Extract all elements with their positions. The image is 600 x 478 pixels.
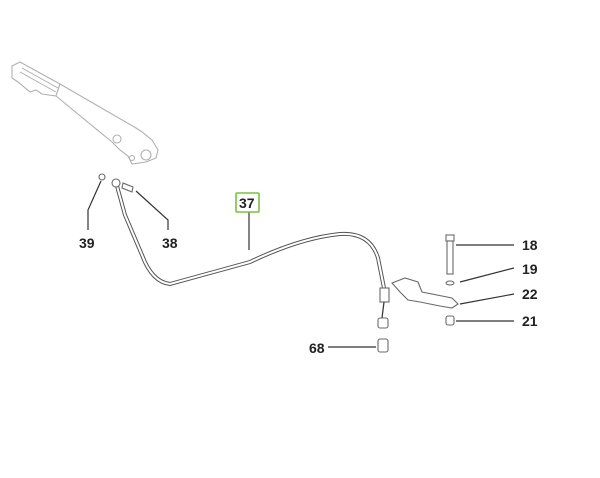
bolt-18[interactable] (445, 234, 455, 275)
cable-37[interactable] (111, 178, 390, 329)
label-19[interactable]: 19 (522, 261, 538, 277)
washer-19[interactable] (445, 280, 455, 286)
pin-38[interactable] (121, 182, 134, 193)
nut-21[interactable] (445, 315, 455, 326)
label-18[interactable]: 18 (522, 237, 538, 253)
handbrake-lever (11, 61, 159, 165)
clip-39[interactable] (98, 173, 106, 181)
label-37-highlight (235, 192, 260, 213)
bushing-68[interactable] (377, 338, 389, 353)
bracket-22[interactable] (391, 277, 459, 309)
label-38[interactable]: 38 (162, 235, 178, 251)
label-22[interactable]: 22 (522, 286, 538, 302)
label-37[interactable]: 37 (239, 195, 255, 211)
label-21[interactable]: 21 (522, 313, 538, 329)
label-68[interactable]: 68 (309, 340, 325, 356)
label-39[interactable]: 39 (79, 235, 95, 251)
